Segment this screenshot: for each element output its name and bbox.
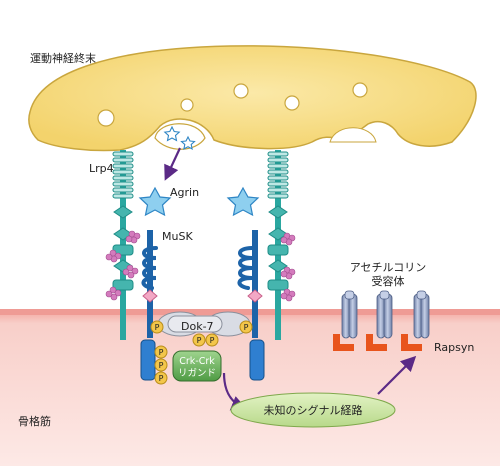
nerve-terminal xyxy=(28,45,477,152)
achr-label-line1: アセチルコリン xyxy=(350,261,427,274)
left-clusters xyxy=(105,230,141,301)
nerve-terminal-label: 運動神経終末 xyxy=(30,51,96,65)
dok7-protein xyxy=(157,311,251,337)
agrin-right-star xyxy=(226,186,260,217)
agrin-release-stars xyxy=(163,125,196,150)
agrin-label: Agrin xyxy=(170,186,199,199)
acetylcholine-receptors xyxy=(341,290,430,339)
phospho-label-6: P xyxy=(210,336,215,345)
lrp4-left xyxy=(112,150,134,340)
unknown-signaling-pathway xyxy=(230,392,396,428)
achr-label-line2: 受容体 xyxy=(372,274,405,288)
crk-ligand xyxy=(172,350,222,382)
phospho-left xyxy=(150,320,219,385)
phospho-label-7: P xyxy=(244,323,249,332)
dok7-label: Dok-7 xyxy=(181,320,214,333)
crk-label-line1: Crk-Crk xyxy=(179,356,215,367)
phospho-label-1: P xyxy=(155,323,160,332)
left-receptor-complex: Dok-7 P P P P P P Crk-Crk リガンド xyxy=(105,150,251,385)
achr-3 xyxy=(413,290,430,339)
right-clusters xyxy=(280,232,296,302)
rapsyn-label: Rapsyn xyxy=(434,341,474,354)
crk-label-line2: リガンド xyxy=(178,368,216,379)
musk-left xyxy=(140,230,158,381)
achr-2 xyxy=(376,290,393,339)
right-receptor-complex: P xyxy=(226,150,296,381)
phospho-right xyxy=(239,320,253,334)
lrp4-right xyxy=(267,150,289,340)
signal-arrow-up xyxy=(377,355,417,395)
signaling-label: 未知のシグナル経路 xyxy=(264,403,363,417)
musk-right xyxy=(237,230,265,381)
phospho-label-2: P xyxy=(159,348,164,357)
agrin-left-star xyxy=(138,186,172,217)
phospho-label-3: P xyxy=(159,361,164,370)
phospho-label-5: P xyxy=(197,336,202,345)
rapsyn-proteins xyxy=(333,334,422,351)
muscle-label: 骨格筋 xyxy=(18,414,51,428)
musk-label: MuSK xyxy=(162,230,193,243)
agrin-release-arrow xyxy=(164,147,181,181)
lrp4-label: Lrp4 xyxy=(89,162,114,175)
phospho-label-4: P xyxy=(159,374,164,383)
achr-1 xyxy=(341,290,358,339)
